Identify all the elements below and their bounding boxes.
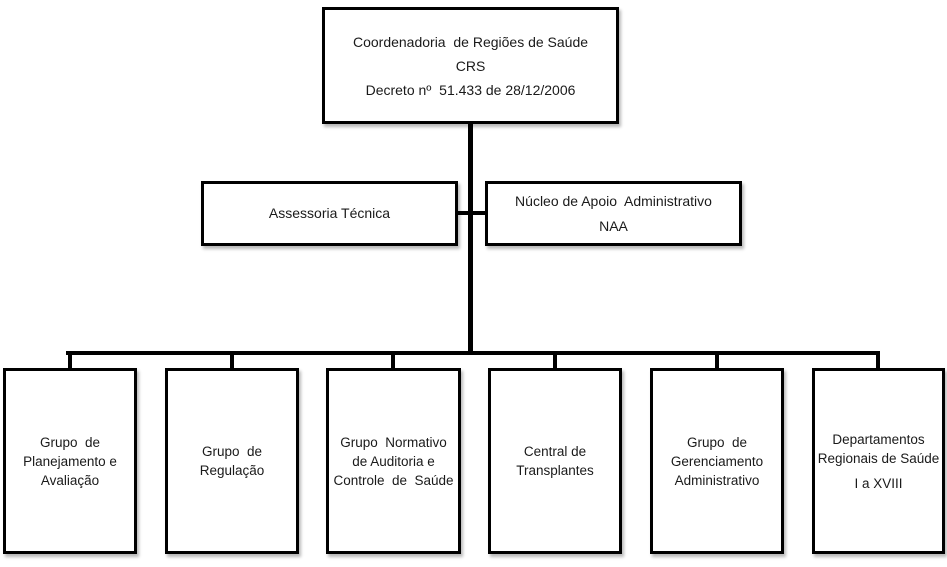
org-node-root: Coordenadoria de Regiões de Saúde CRS De… xyxy=(322,7,619,124)
dept-label: Central de Transplantes xyxy=(516,444,594,478)
org-node-naa: Núcleo de Apoio Administrativo NAA xyxy=(485,181,742,246)
dept-label: Grupo de Regulação xyxy=(199,444,270,478)
connector-distribution-line xyxy=(66,351,880,355)
dept-label: Grupo de Planejamento e Avaliação xyxy=(23,434,117,488)
dept-label: Departamentos Regionais de Saúde xyxy=(817,431,940,466)
naa-acronym: NAA xyxy=(599,217,628,234)
org-node-grupo-planejamento-avaliacao: Grupo de Planejamento e Avaliação xyxy=(3,368,137,554)
connector-stub-2 xyxy=(230,354,234,368)
root-acronym: CRS xyxy=(455,57,486,74)
org-node-grupo-normativo-auditoria: Grupo Normativo de Auditoria e Controle … xyxy=(326,368,461,554)
root-name: Coordenadoria de Regiões de Saúde xyxy=(352,33,589,50)
org-node-departamentos-regionais: Departamentos Regionais de Saúde I a XVI… xyxy=(812,368,945,554)
assessoria-name: Assessoria Técnica xyxy=(268,205,391,221)
connector-stub-5 xyxy=(715,354,719,368)
root-decree: Decreto nº 51.433 de 28/12/2006 xyxy=(365,81,576,98)
connector-stub-1 xyxy=(68,354,72,368)
connector-stub-6 xyxy=(876,354,880,368)
org-node-assessoria-tecnica: Assessoria Técnica xyxy=(201,181,458,246)
org-node-grupo-gerenciamento-administrativo: Grupo de Gerenciamento Administrativo xyxy=(650,368,784,554)
dept-label: Grupo Normativo de Auditoria e Controle … xyxy=(333,434,454,488)
connector-stub-3 xyxy=(391,354,395,368)
org-node-central-transplantes: Central de Transplantes xyxy=(488,368,622,554)
connector-stub-4 xyxy=(553,354,557,368)
org-node-grupo-regulacao: Grupo de Regulação xyxy=(165,368,299,554)
dept-detail: I a XVIII xyxy=(854,475,903,491)
connector-trunk xyxy=(468,124,473,354)
connector-staff-stub xyxy=(455,211,487,215)
naa-name: Núcleo de Apoio Administrativo xyxy=(515,192,712,209)
dept-label: Grupo de Gerenciamento Administrativo xyxy=(670,434,764,488)
